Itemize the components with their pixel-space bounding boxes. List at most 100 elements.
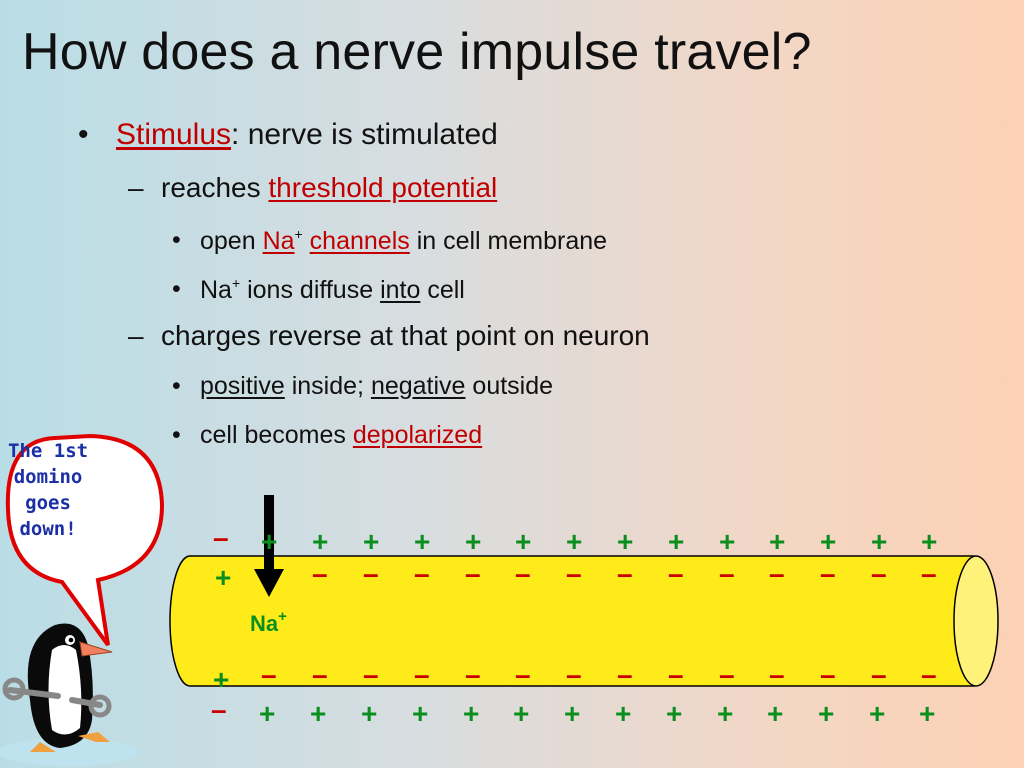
- minus-charge: –: [719, 659, 735, 690]
- plus-charge: +: [312, 526, 329, 557]
- bullet-depolarized: • cell becomes depolarized: [172, 421, 483, 450]
- plus-charge: +: [564, 698, 581, 729]
- minus-charge: –: [515, 558, 531, 589]
- minus-charge: –: [213, 522, 229, 553]
- bullet-threshold: –reaches threshold potential: [128, 172, 498, 204]
- minus-charge: –: [312, 659, 328, 690]
- bullet-charges-reverse: –charges reverse at that point on neuron: [128, 320, 650, 352]
- bubble-line: down!: [19, 518, 77, 541]
- na-charge: +: [278, 608, 287, 625]
- plus-charge: +: [871, 526, 888, 557]
- minus-charge: –: [515, 659, 531, 690]
- plus-charge: +: [310, 698, 327, 729]
- bullet-marker: •: [172, 275, 181, 303]
- minus-charge: –: [261, 659, 277, 690]
- bullet-text: inside;: [284, 372, 371, 400]
- bullet-text: in cell membrane: [409, 227, 608, 255]
- plus-charge: +: [361, 698, 378, 729]
- minus-charge: –: [719, 558, 735, 589]
- bullet-positive-negative: •positive inside; negative outside: [172, 372, 553, 401]
- bullet-text: ions diffuse: [240, 276, 381, 304]
- minus-charge: –: [211, 694, 227, 725]
- term-into: into: [380, 276, 421, 304]
- minus-charge: –: [921, 659, 937, 690]
- page-title: How does a nerve impulse travel?: [22, 23, 812, 81]
- plus-charge: +: [717, 698, 734, 729]
- minus-charge: –: [414, 558, 430, 589]
- plus-charge: +: [921, 526, 938, 557]
- spacer-text: [303, 227, 310, 255]
- speech-bubble-icon: [5, 433, 165, 647]
- bubble-line: domino: [13, 466, 83, 489]
- minus-charge: –: [566, 558, 582, 589]
- plus-charge: +: [566, 526, 583, 557]
- bullet-text: reaches: [161, 172, 269, 203]
- minus-charge: –: [465, 659, 481, 690]
- bullet-stimulus: • Stimulus: nerve is stimulated: [78, 118, 498, 152]
- minus-charge: –: [363, 558, 379, 589]
- term-stimulus: Stimulus: [116, 118, 232, 151]
- plus-charge: +: [414, 526, 431, 557]
- na-influx-arrow-icon: [254, 495, 284, 597]
- plus-charge: +: [615, 698, 632, 729]
- minus-charge: –: [363, 659, 379, 690]
- bullet-marker: •: [78, 118, 89, 151]
- minus-charge: –: [668, 659, 684, 690]
- bubble-line: goes: [25, 492, 71, 515]
- minus-charge: –: [668, 558, 684, 589]
- bullet-text: : nerve is stimulated: [231, 118, 498, 151]
- plus-charge: +: [412, 698, 429, 729]
- bullet-text: cell becomes: [200, 421, 353, 449]
- plus-charge: +: [769, 526, 786, 557]
- bullet-text: Na: [200, 276, 232, 304]
- minus-charge: –: [566, 659, 582, 690]
- plus-charge: +: [919, 698, 936, 729]
- plus-charge: +: [719, 526, 736, 557]
- minus-charge: –: [769, 558, 785, 589]
- minus-charge: –: [617, 558, 633, 589]
- bullet-text: open: [200, 227, 263, 255]
- term-depolarized: depolarized: [352, 421, 483, 449]
- bullet-marker: •: [172, 421, 181, 449]
- plus-charge: +: [869, 698, 886, 729]
- bubble-line: The 1st: [8, 440, 89, 462]
- bullet-marker: –: [128, 320, 144, 351]
- minus-charge: –: [465, 558, 481, 589]
- plus-charge: +: [261, 526, 278, 557]
- minus-charge: –: [820, 659, 836, 690]
- bullet-text: cell: [420, 276, 465, 304]
- speech-bubble-text: The 1st domino goes down!: [8, 438, 88, 542]
- plus-charge: +: [668, 526, 685, 557]
- bullet-list: • Stimulus: nerve is stimulated –reaches …: [78, 118, 650, 450]
- plus-charge: +: [767, 698, 784, 729]
- minus-charge: –: [617, 659, 633, 690]
- na-superscript: +: [231, 275, 241, 291]
- plus-charge: +: [213, 664, 230, 695]
- axon-end: [953, 555, 999, 687]
- minus-charge: –: [921, 558, 937, 589]
- minus-charge: –: [871, 659, 887, 690]
- na-ion-label: Na+: [250, 608, 287, 637]
- plus-charge: +: [666, 698, 683, 729]
- plus-charge: +: [259, 698, 276, 729]
- plus-charge: +: [215, 562, 232, 593]
- plus-charge: +: [818, 698, 835, 729]
- bullet-marker: •: [172, 226, 181, 254]
- plus-charge: +: [513, 698, 530, 729]
- penguin-with-wrench-icon: [0, 623, 138, 766]
- plus-charge: +: [463, 698, 480, 729]
- plus-charge: +: [363, 526, 380, 557]
- bullet-marker: –: [128, 172, 144, 203]
- axon-body: [169, 555, 975, 687]
- term-na: Na: [262, 227, 295, 255]
- minus-charge: –: [414, 659, 430, 690]
- bullet-marker: •: [172, 372, 181, 400]
- minus-charge: –: [769, 659, 785, 690]
- minus-charge: –: [871, 558, 887, 589]
- term-positive: positive: [200, 372, 285, 400]
- term-negative: negative: [370, 372, 466, 400]
- term-threshold-potential: threshold potential: [268, 172, 498, 203]
- bullet-open-channels: •open Na+ channels in cell membrane: [172, 226, 608, 256]
- na-text: Na: [250, 611, 279, 636]
- plus-charge: +: [617, 526, 634, 557]
